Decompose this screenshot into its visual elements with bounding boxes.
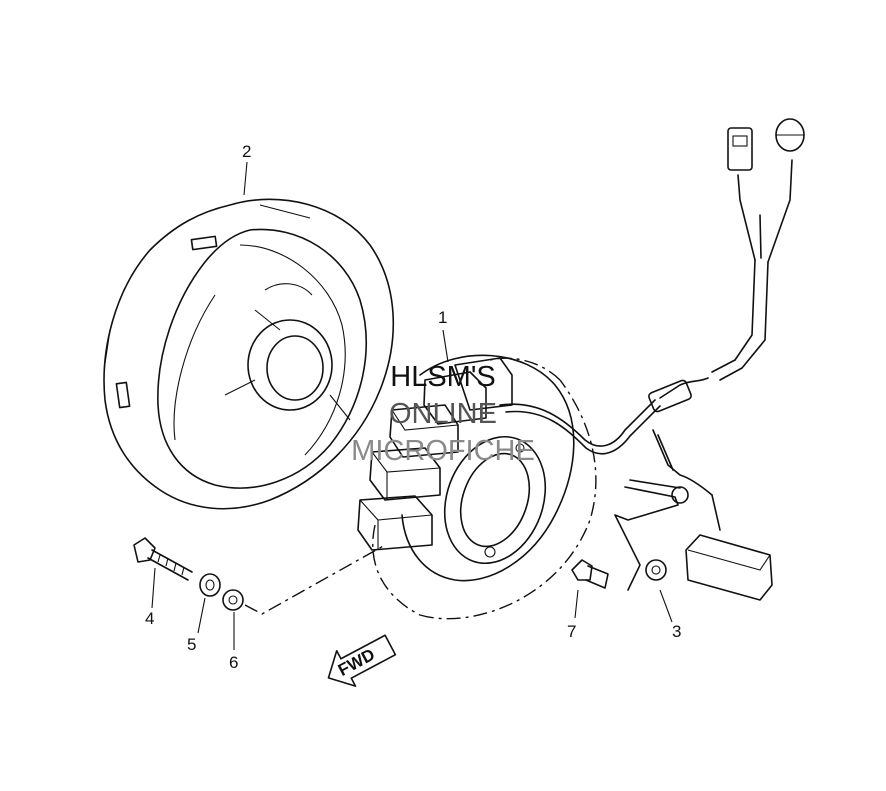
callout-3: 3 (672, 622, 681, 641)
callout-6: 6 (229, 653, 238, 672)
wire-harness (648, 118, 805, 496)
stator-coils (357, 357, 513, 551)
callout-4: 4 (145, 609, 154, 628)
watermark-line-2: ONLINE (389, 398, 497, 430)
watermark-line-1: HLSM'S (390, 361, 496, 393)
fwd-arrow: FWD (327, 634, 397, 687)
stator-assembly (357, 329, 661, 582)
assembly-lines (244, 357, 597, 620)
watermark-line-3: MICROFICHE (351, 435, 535, 467)
lock-washer (197, 573, 221, 634)
pickup-coil-bracket (614, 479, 773, 623)
plain-washer (222, 589, 244, 650)
bolt (133, 537, 193, 609)
screw (571, 559, 609, 619)
callout-7: 7 (567, 622, 576, 641)
callout-5: 5 (187, 635, 196, 654)
rotor-flywheel (103, 161, 395, 510)
callout-1: 1 (438, 308, 447, 327)
callout-2: 2 (242, 142, 251, 161)
